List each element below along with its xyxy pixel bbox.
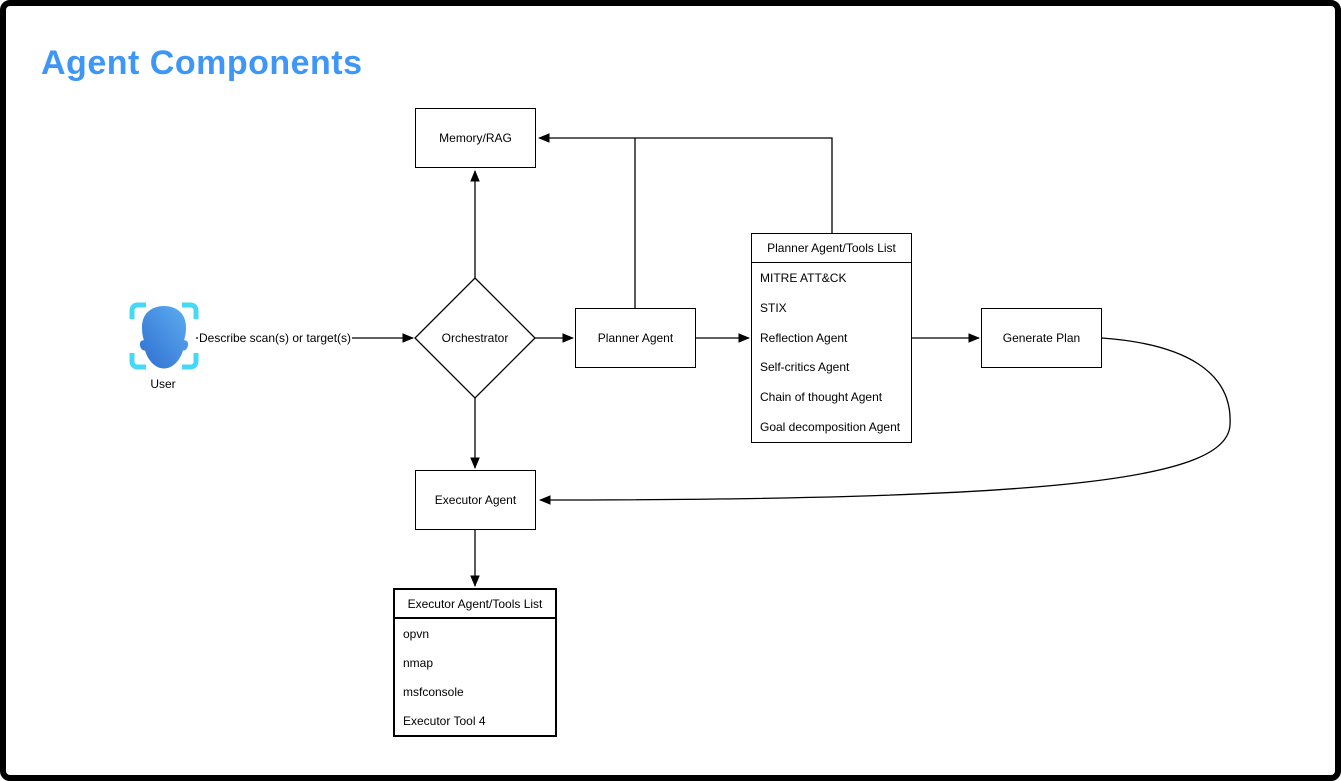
scan-bracket-top-left: [129, 302, 146, 319]
node-planner-agent-label: Planner Agent: [597, 331, 674, 345]
node-memory-rag-label: Memory/RAG: [439, 131, 512, 145]
scan-bracket-bottom-left: [129, 353, 146, 370]
node-memory-rag: Memory/RAG: [415, 108, 536, 168]
node-generate-plan: Generate Plan: [981, 308, 1102, 368]
user-label: User: [150, 377, 176, 391]
user-head-shape: [139, 306, 189, 369]
list-planner-tools-header: Planner Agent/Tools List: [752, 234, 911, 263]
orchestrator-diamond-shape: [414, 277, 536, 399]
list-item-opvn: opvn: [403, 626, 430, 641]
list-item-goal-decomposition-agent: Goal decomposition Agent: [760, 420, 901, 435]
node-orchestrator: Orchestrator: [417, 318, 533, 358]
scan-bracket-top-right: [182, 302, 199, 319]
list-item-mitre-attack: MITRE ATT&CK: [760, 270, 847, 285]
list-item-executor-tool-4: Executor Tool 4: [403, 713, 486, 728]
list-executor-tools-header: Executor Agent/Tools List: [395, 590, 555, 619]
node-executor-agent: Executor Agent: [415, 470, 536, 530]
list-item-reflection-agent: Reflection Agent: [760, 330, 848, 345]
list-executor-tools: Executor Agent/Tools List opvn nmap msfc…: [393, 588, 557, 737]
node-planner-agent: Planner Agent: [575, 308, 696, 368]
edge-planner-tools-to-memory: [538, 133, 833, 233]
user-icon: [129, 302, 199, 370]
list-item-stix: STIX: [760, 300, 787, 315]
list-item-msfconsole: msfconsole: [403, 684, 464, 699]
node-generate-plan-label: Generate Plan: [1002, 331, 1081, 345]
list-item-self-critics-agent: Self-critics Agent: [760, 360, 850, 375]
list-item-chain-of-thought-agent: Chain of thought Agent: [760, 390, 883, 405]
node-orchestrator-label: Orchestrator: [441, 331, 509, 345]
node-executor-agent-label: Executor Agent: [434, 493, 517, 507]
list-planner-tools: Planner Agent/Tools List MITRE ATT&CK ST…: [751, 233, 912, 443]
edge-generate-plan-to-executor: [539, 337, 1231, 505]
page-title: Agent Components: [41, 44, 363, 82]
edge-label-describe-scan: Describe scan(s) or target(s): [198, 331, 353, 345]
scan-bracket-bottom-right: [182, 353, 199, 370]
list-item-nmap: nmap: [403, 655, 434, 670]
